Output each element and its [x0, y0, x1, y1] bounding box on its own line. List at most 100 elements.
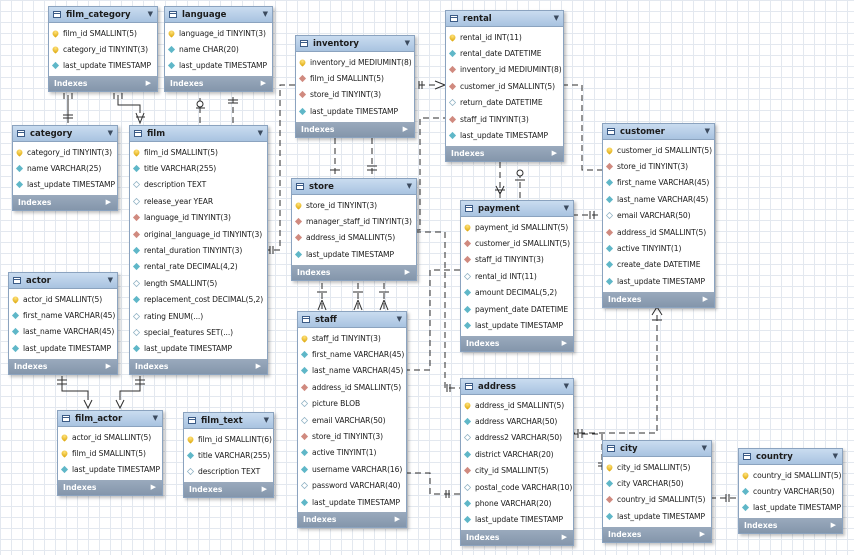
column-row[interactable]: last_update TIMESTAMP — [130, 341, 267, 357]
column-row[interactable]: return_date DATETIME — [446, 95, 563, 111]
column-row[interactable]: amount DECIMAL(5,2) — [461, 285, 573, 301]
table-staff[interactable]: staff▼staff_id TINYINT(3)first_name VARC… — [297, 311, 407, 529]
table-film-category[interactable]: film_category▼film_id SMALLINT(5)categor… — [48, 6, 158, 93]
column-row[interactable]: name CHAR(20) — [165, 41, 272, 57]
column-row[interactable]: rental_rate DECIMAL(4,2) — [130, 259, 267, 275]
column-row[interactable]: email VARCHAR(50) — [298, 412, 406, 428]
column-row[interactable]: rental_id INT(11) — [446, 29, 563, 45]
column-row[interactable]: password VARCHAR(40) — [298, 478, 406, 494]
expand-arrow-icon[interactable]: ▶ — [150, 483, 156, 492]
expand-arrow-icon[interactable]: ▶ — [261, 485, 267, 494]
indexes-section[interactable]: Indexes▶ — [298, 512, 406, 528]
indexes-section[interactable]: Indexes▶ — [603, 291, 714, 307]
column-row[interactable]: last_update TIMESTAMP — [298, 494, 406, 510]
column-row[interactable]: city_id SMALLINT(5) — [603, 459, 711, 475]
expand-arrow-icon[interactable]: ▶ — [551, 148, 557, 157]
column-row[interactable]: last_update TIMESTAMP — [292, 246, 416, 262]
column-row[interactable]: last_update TIMESTAMP — [603, 273, 714, 289]
expand-arrow-icon[interactable]: ▶ — [404, 267, 410, 276]
column-row[interactable]: customer_id SMALLINT(5) — [446, 78, 563, 94]
table-city[interactable]: city▼city_id SMALLINT(5)city VARCHAR(50)… — [602, 440, 712, 543]
indexes-section[interactable]: Indexes▶ — [296, 121, 414, 137]
collapse-arrow-icon[interactable]: ▼ — [262, 10, 268, 18]
collapse-arrow-icon[interactable]: ▼ — [396, 315, 402, 323]
column-row[interactable]: title VARCHAR(255) — [130, 160, 267, 176]
column-row[interactable]: address_id SMALLINT(5) — [461, 397, 573, 413]
expand-arrow-icon[interactable]: ▶ — [105, 198, 111, 207]
column-row[interactable]: country_id SMALLINT(5) — [603, 492, 711, 508]
column-row[interactable]: address2 VARCHAR(50) — [461, 430, 573, 446]
indexes-section[interactable]: Indexes▶ — [58, 480, 162, 496]
table-country[interactable]: country▼country_id SMALLINT(5)country VA… — [738, 448, 843, 535]
column-row[interactable]: create_date DATETIME — [603, 257, 714, 273]
column-row[interactable]: customer_id SMALLINT(5) — [461, 235, 573, 251]
column-row[interactable]: actor_id SMALLINT(5) — [58, 429, 162, 445]
expand-arrow-icon[interactable]: ▶ — [105, 361, 111, 370]
column-row[interactable]: rental_id INT(11) — [461, 268, 573, 284]
column-row[interactable]: last_update TIMESTAMP — [461, 317, 573, 333]
table-header[interactable]: customer▼ — [603, 124, 714, 140]
collapse-arrow-icon[interactable]: ▼ — [704, 127, 710, 135]
column-row[interactable]: payment_date DATETIME — [461, 301, 573, 317]
table-store[interactable]: store▼store_id TINYINT(3)manager_staff_i… — [291, 178, 417, 281]
column-row[interactable]: first_name VARCHAR(45) — [9, 307, 117, 323]
indexes-section[interactable]: Indexes▶ — [446, 145, 563, 161]
collapse-arrow-icon[interactable]: ▼ — [404, 39, 410, 47]
column-row[interactable]: country VARCHAR(50) — [739, 483, 842, 499]
column-row[interactable]: film_id SMALLINT(5) — [130, 144, 267, 160]
table-header[interactable]: store▼ — [292, 179, 416, 195]
collapse-arrow-icon[interactable]: ▼ — [832, 452, 838, 460]
collapse-arrow-icon[interactable]: ▼ — [553, 14, 559, 22]
collapse-arrow-icon[interactable]: ▼ — [257, 129, 263, 137]
column-row[interactable]: district VARCHAR(20) — [461, 446, 573, 462]
column-row[interactable]: address_id SMALLINT(5) — [298, 379, 406, 395]
column-row[interactable]: address_id SMALLINT(5) — [603, 224, 714, 240]
expand-arrow-icon[interactable]: ▶ — [255, 362, 261, 371]
column-row[interactable]: last_update TIMESTAMP — [9, 340, 117, 356]
column-row[interactable]: inventory_id MEDIUMINT(8) — [296, 54, 414, 70]
column-row[interactable]: category_id TINYINT(3) — [49, 41, 157, 57]
column-row[interactable]: postal_code VARCHAR(10) — [461, 479, 573, 495]
column-row[interactable]: last_update TIMESTAMP — [58, 462, 162, 478]
indexes-section[interactable]: Indexes▶ — [49, 76, 157, 92]
column-row[interactable]: film_id SMALLINT(5) — [58, 445, 162, 461]
collapse-arrow-icon[interactable]: ▼ — [563, 382, 569, 390]
column-row[interactable]: city_id SMALLINT(5) — [461, 463, 573, 479]
column-row[interactable]: last_update TIMESTAMP — [603, 508, 711, 524]
table-language[interactable]: language▼ language_id TINYINT(3)name CHAR… — [164, 6, 273, 93]
column-row[interactable]: phone VARCHAR(20) — [461, 495, 573, 511]
table-header[interactable]: address▼ — [461, 379, 573, 395]
table-header[interactable]: category▼ — [13, 126, 117, 142]
column-row[interactable]: rental_date DATETIME — [446, 45, 563, 61]
indexes-section[interactable]: Indexes▶ — [9, 358, 117, 374]
collapse-arrow-icon[interactable]: ▼ — [701, 444, 707, 452]
column-row[interactable]: city VARCHAR(50) — [603, 475, 711, 491]
collapse-arrow-icon[interactable]: ▼ — [107, 129, 113, 137]
table-address[interactable]: address▼address_id SMALLINT(5)address VA… — [460, 378, 574, 547]
table-header[interactable]: payment▼ — [461, 201, 573, 217]
expand-arrow-icon[interactable]: ▶ — [260, 79, 266, 88]
collapse-arrow-icon[interactable]: ▼ — [107, 276, 113, 284]
column-row[interactable]: category_id TINYINT(3) — [13, 144, 117, 160]
column-row[interactable]: last_update TIMESTAMP — [461, 512, 573, 528]
table-header[interactable]: language▼ — [165, 7, 272, 23]
column-row[interactable]: customer_id SMALLINT(5) — [603, 142, 714, 158]
indexes-section[interactable]: Indexes▶ — [165, 76, 272, 92]
column-row[interactable]: original_language_id TINYINT(3) — [130, 226, 267, 242]
collapse-arrow-icon[interactable]: ▼ — [147, 10, 153, 18]
column-row[interactable]: rental_duration TINYINT(3) — [130, 242, 267, 258]
indexes-section[interactable]: Indexes▶ — [461, 530, 573, 546]
expand-arrow-icon[interactable]: ▶ — [402, 124, 408, 133]
column-row[interactable]: email VARCHAR(50) — [603, 208, 714, 224]
column-row[interactable]: film_id SMALLINT(6) — [184, 431, 273, 447]
column-row[interactable]: description TEXT — [130, 177, 267, 193]
column-row[interactable]: language_id TINYINT(3) — [165, 25, 272, 41]
column-row[interactable]: last_name VARCHAR(45) — [9, 324, 117, 340]
column-row[interactable]: replacement_cost DECIMAL(5,2) — [130, 292, 267, 308]
expand-arrow-icon[interactable]: ▶ — [699, 529, 705, 538]
column-row[interactable]: manager_staff_id TINYINT(3) — [292, 213, 416, 229]
column-row[interactable]: country_id SMALLINT(5) — [739, 467, 842, 483]
table-inventory[interactable]: inventory▼inventory_id MEDIUMINT(8)film_… — [295, 35, 415, 138]
column-row[interactable]: staff_id TINYINT(3) — [461, 252, 573, 268]
expand-arrow-icon[interactable]: ▶ — [561, 338, 567, 347]
